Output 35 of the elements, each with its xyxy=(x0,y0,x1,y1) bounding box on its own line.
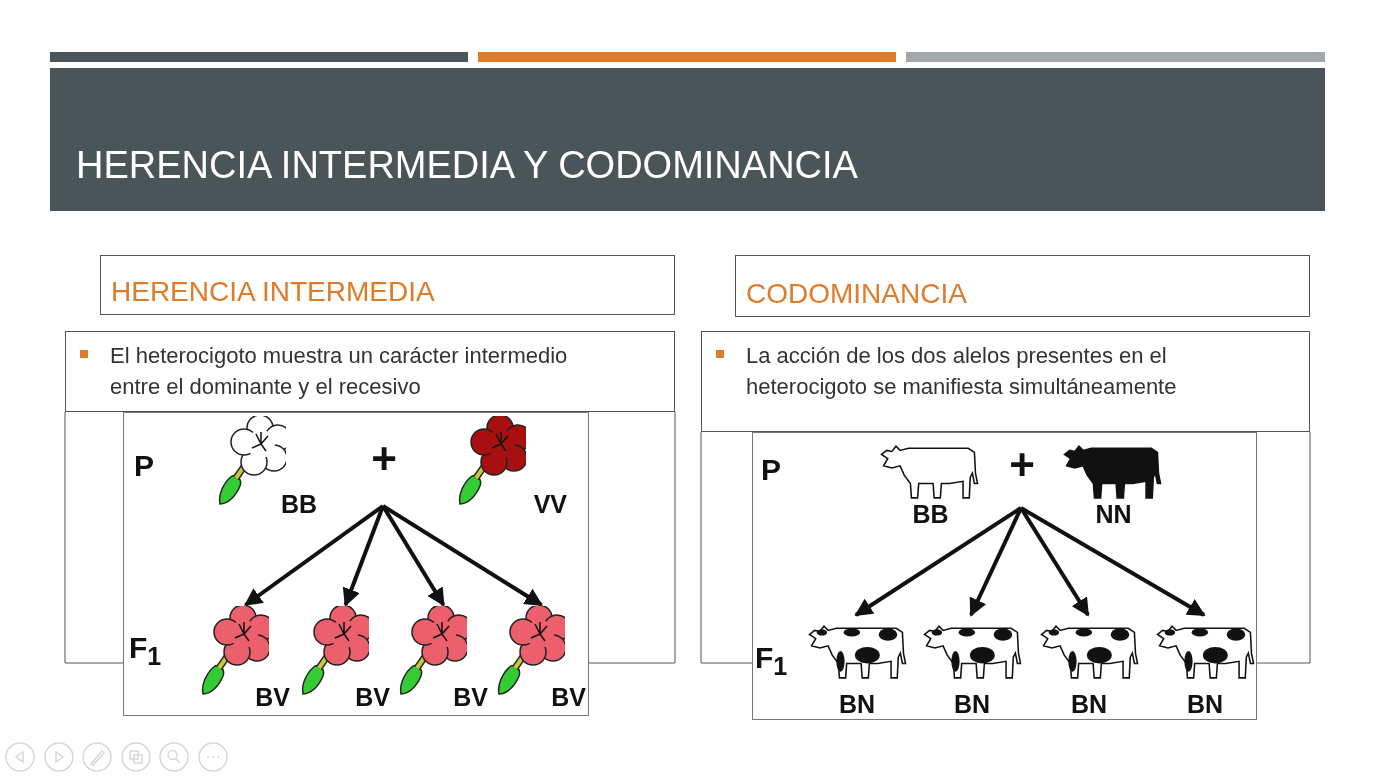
genotype-label: BB xyxy=(280,490,317,519)
genotype-label: BV xyxy=(355,683,390,712)
bullet-text: El heterocigoto muestra un carácter intermedio entre el dominante y el recesivo xyxy=(110,342,569,401)
genotype-label: BN xyxy=(1186,690,1224,719)
genotype-label: BN xyxy=(1070,690,1108,719)
section-heading: HERENCIA INTERMEDIA xyxy=(100,255,675,315)
bullet-text: La acción de los dos alelos presentes en el heterocigoto se manifiesta simultáneamente xyxy=(746,342,1178,401)
arrow xyxy=(1019,506,1090,617)
figure-frame xyxy=(123,412,589,716)
plus-sign: + xyxy=(1001,445,1043,515)
arrow xyxy=(381,504,446,607)
generation-label: P xyxy=(761,453,781,487)
arrow xyxy=(342,505,385,607)
arrow xyxy=(244,504,385,607)
section-heading: CODOMINANCIA xyxy=(735,255,1310,317)
genotype-label: BN xyxy=(953,690,991,719)
arrow xyxy=(969,507,1023,617)
generation-label: P xyxy=(134,449,154,483)
generation-label: F$_{1}$ xyxy=(755,641,788,681)
content-panel xyxy=(65,331,675,412)
genotype-label: BV xyxy=(551,683,586,712)
plus-sign: + xyxy=(363,439,405,513)
figure-frame xyxy=(752,432,1257,720)
genotype-label: BV xyxy=(255,683,290,712)
arrow xyxy=(1020,506,1206,617)
content-panel xyxy=(701,331,1310,432)
genotype-label: BV xyxy=(453,683,488,712)
genotype-label: NN xyxy=(1095,500,1132,529)
slide-title: HERENCIA INTERMEDIA Y CODOMINANCIA xyxy=(76,144,858,187)
arrow xyxy=(854,506,1023,617)
genotype-label: VV xyxy=(533,490,567,519)
arrow xyxy=(381,504,544,607)
genotype-label: BN xyxy=(838,690,876,719)
genotype-label: BB xyxy=(912,500,949,529)
generation-label: F$_{1}$ xyxy=(129,631,162,671)
